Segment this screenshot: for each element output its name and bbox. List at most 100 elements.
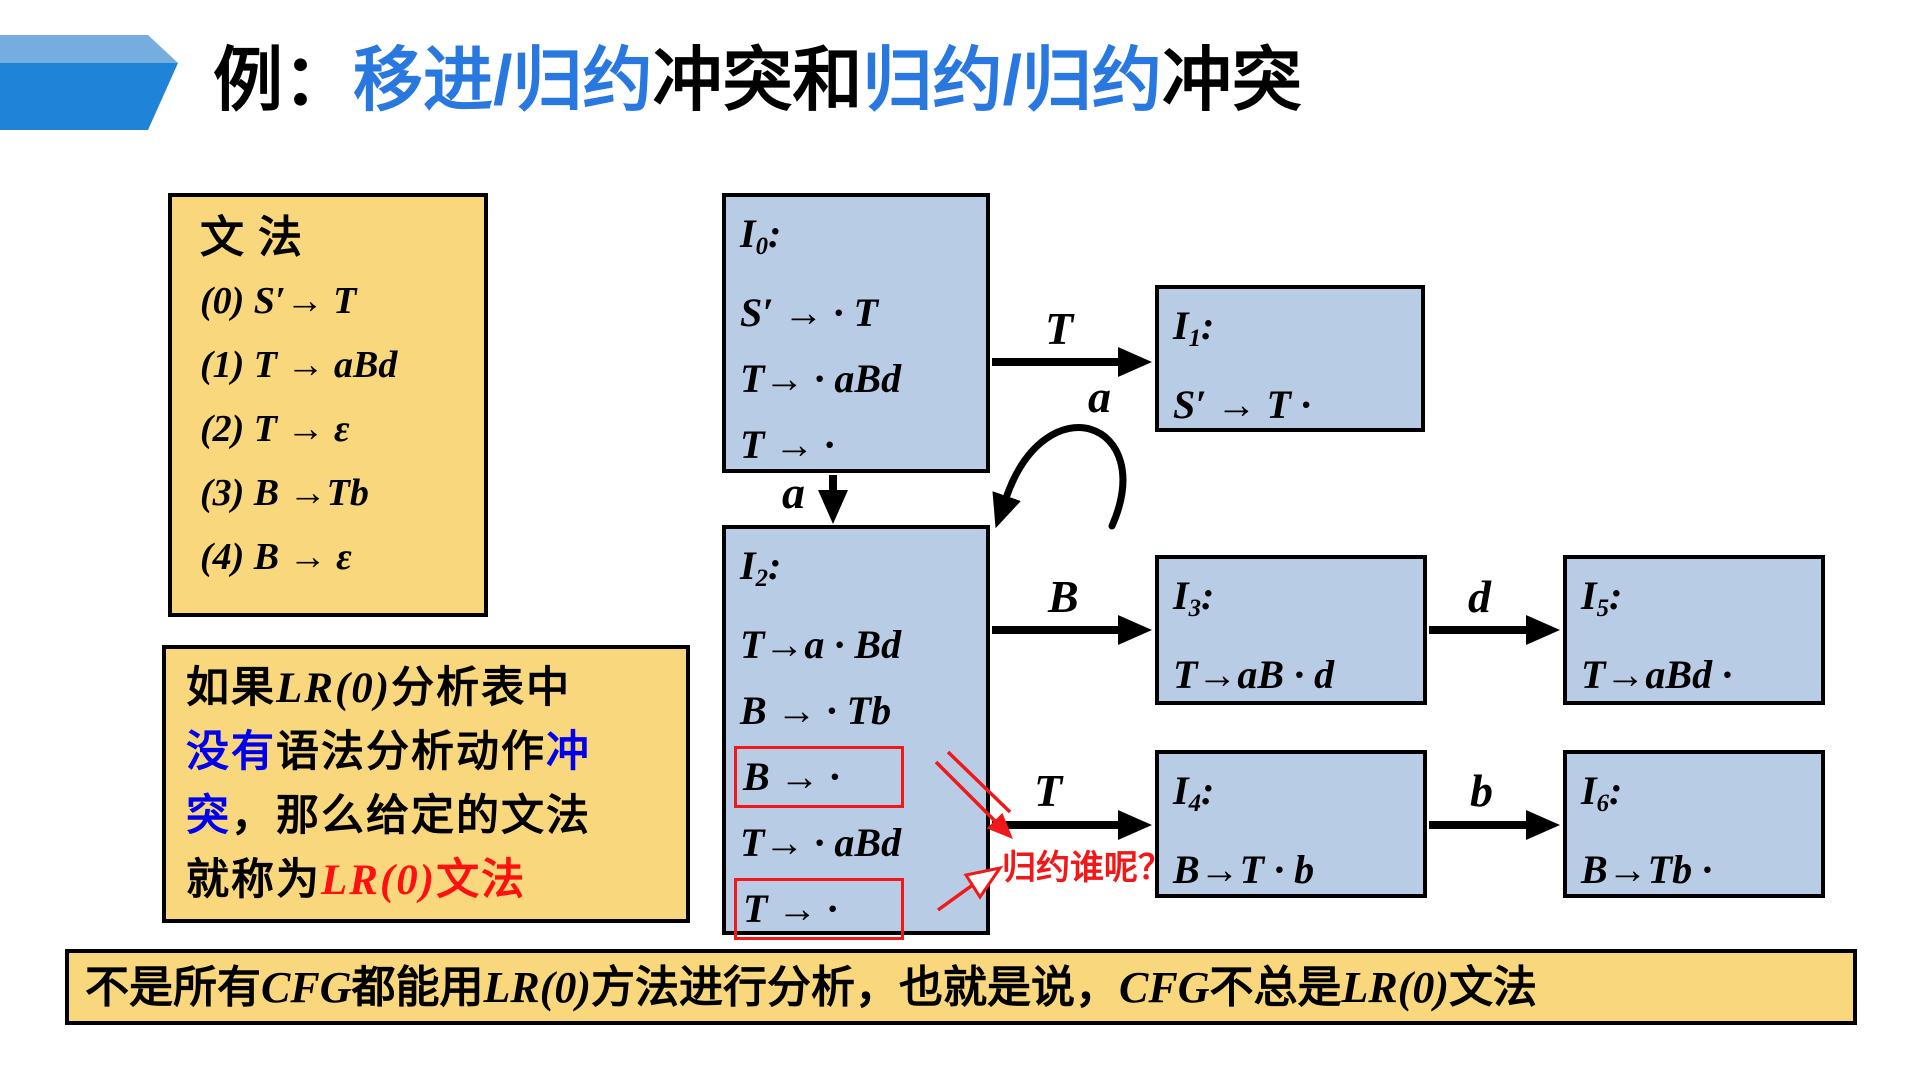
banner-seg-lr0-1: LR(0)	[483, 963, 592, 1012]
banner-seg-7: 不总是	[1209, 963, 1342, 1012]
banner-seg-1: 不是所有	[85, 963, 261, 1012]
edge-label-d-i3-i5: d	[1468, 571, 1491, 622]
banner-seg-5: 方法进行分析，也就是说，	[591, 963, 1120, 1012]
note-line-1: 如果LR(0)分析表中	[186, 657, 686, 721]
grammar-production-0: (0) S′→ T	[200, 280, 357, 322]
state-i5-name: I	[1581, 573, 1597, 618]
state-box-i0: I0: S′ → · T T→ · aBd T → ·	[722, 193, 990, 473]
grammar-production-2: (2) T → ε	[200, 408, 350, 450]
note-l3-cn: ，那么给定的文法	[231, 793, 591, 840]
title-suffix: 冲突	[1161, 41, 1302, 119]
state-box-i5: I5: T→aBd ·	[1563, 555, 1825, 705]
state-i3-item-0: T→aB · d	[1173, 651, 1335, 697]
state-i0-item-1: T→ · aBd	[740, 355, 902, 401]
reduce-conflict-frame-2: T → ·	[734, 877, 904, 940]
state-i6-colon: :	[1608, 768, 1623, 813]
note-line-4: 就称为LR(0)文法	[186, 849, 686, 913]
grammar-production-1: (1) T → aBd	[200, 344, 398, 386]
note-l3-tu: 突	[186, 793, 231, 840]
state-i0-sub: 0	[755, 232, 768, 260]
state-i3-sub: 3	[1188, 594, 1201, 622]
edge-label-T-i0-i1: T	[1045, 303, 1074, 354]
state-i0-name: I	[740, 211, 756, 256]
state-i1-item-0: S′ → T ·	[1173, 381, 1311, 427]
note-l1-lr0: LR(0)	[276, 665, 392, 712]
state-i3-title: I3:	[1173, 563, 1423, 642]
edge-label-B-i2-i3: B	[1048, 571, 1079, 622]
edge-label-a-i0-i2: a	[782, 467, 805, 518]
title-chevron-arrow-icon	[0, 63, 178, 130]
state-i4-item-0: B→T · b	[1173, 846, 1315, 892]
grammar-heading: 文法	[200, 213, 316, 262]
state-box-i2: I2: T→a · Bd B → · Tb B → · T→ · aBd T →…	[722, 525, 990, 940]
state-i6-name: I	[1581, 768, 1597, 813]
grammar-production-3: (3) B →Tb	[200, 472, 369, 514]
state-i4-sub: 4	[1188, 789, 1201, 817]
state-i1-sub: 1	[1188, 324, 1201, 352]
state-i5-sub: 5	[1596, 594, 1609, 622]
state-i0-item-0: S′ → · T	[740, 289, 878, 335]
note-l2-cn: 语法分析动作	[276, 729, 546, 776]
state-box-i1: I1: S′ → T ·	[1155, 285, 1425, 432]
edge-label-a-i2-self: a	[1088, 371, 1111, 422]
state-i1-name: I	[1173, 303, 1189, 348]
edge-label-T-i2-i4: T	[1034, 765, 1063, 816]
state-i2-sub: 2	[755, 564, 768, 592]
state-i2-item-0: T→a · Bd	[740, 621, 902, 667]
state-i4-name: I	[1173, 768, 1189, 813]
note-l4-lr0: LR(0)	[321, 857, 437, 904]
note-l2-chong: 冲	[546, 729, 591, 776]
banner-seg-3: 都能用	[351, 963, 484, 1012]
state-i1-colon: :	[1200, 303, 1215, 348]
state-i2-item-1: B → · Tb	[740, 687, 892, 733]
state-i2-item-3: T→ · aBd	[740, 819, 902, 865]
page-title: 例：移进/归约冲突和归约/归约冲突	[213, 28, 1302, 132]
state-i0-colon: :	[767, 211, 782, 256]
title-shift-reduce: 移进/归约	[353, 41, 653, 119]
state-i5-colon: :	[1608, 573, 1623, 618]
state-i4-colon: :	[1200, 768, 1215, 813]
note-l1-cn: 如果	[186, 665, 276, 712]
banner-seg-cfg2: CFG	[1119, 963, 1210, 1012]
state-box-i3: I3: T→aB · d	[1155, 555, 1427, 705]
state-i1-title: I1:	[1173, 293, 1421, 372]
state-i6-sub: 6	[1596, 789, 1609, 817]
note-l4-wenfa: 文法	[436, 857, 527, 904]
state-i2-name: I	[740, 543, 756, 588]
title-prefix: 例：	[213, 41, 353, 119]
title-middle: 冲突和	[652, 41, 863, 119]
state-i6-item-0: B→Tb ·	[1581, 846, 1713, 892]
edge-arrow-i2-self-loop	[992, 424, 1127, 530]
reduce-which-annotation: 归约谁呢？	[1002, 849, 1172, 887]
state-i0-title: I0:	[740, 201, 986, 280]
note-l2-meiyou: 没有	[186, 729, 276, 776]
bottom-banner: 不是所有CFG都能用LR(0)方法进行分析，也就是说，CFG不总是LR(0)文法	[65, 949, 1857, 1025]
state-i4-title: I4:	[1173, 758, 1423, 837]
note-l1-cn2: 分析表中	[391, 665, 572, 712]
note-line-2: 没有语法分析动作冲	[186, 721, 686, 785]
state-i3-colon: :	[1200, 573, 1215, 618]
state-i3-name: I	[1173, 573, 1189, 618]
banner-seg-cfg1: CFG	[261, 963, 352, 1012]
note-l4-cn: 就称为	[186, 857, 321, 904]
state-i2-item-4-conflict: T → ·	[734, 876, 986, 942]
state-i2-title: I2:	[740, 533, 986, 612]
state-i2-colon: :	[767, 543, 782, 588]
note-line-3: 突，那么给定的文法	[186, 785, 686, 849]
lr0-note-box: 如果LR(0)分析表中 没有语法分析动作冲 突，那么给定的文法 就称为LR(0)…	[162, 645, 690, 923]
state-box-i6: I6: B→Tb ·	[1563, 750, 1825, 898]
grammar-box: 文法 (0) S′→ T (1) T → aBd (2) T → ε (3) B…	[168, 193, 488, 617]
reduce-conflict-frame-1: B → ·	[734, 745, 904, 808]
grammar-production-4: (4) B → ε	[200, 536, 352, 578]
banner-seg-lr0-2: LR(0)	[1341, 963, 1450, 1012]
state-box-i4: I4: B→T · b	[1155, 750, 1427, 898]
edge-label-b-i4-i6: b	[1470, 765, 1493, 816]
state-i2-item-2-conflict: B → ·	[734, 744, 986, 810]
state-i6-title: I6:	[1581, 758, 1821, 837]
state-i5-title: I5:	[1581, 563, 1821, 642]
title-reduce-reduce: 归约/归约	[862, 41, 1162, 119]
state-i0-item-2: T → ·	[740, 421, 835, 467]
state-i5-item-0: T→aBd ·	[1581, 651, 1733, 697]
banner-seg-9: 文法	[1449, 963, 1538, 1012]
